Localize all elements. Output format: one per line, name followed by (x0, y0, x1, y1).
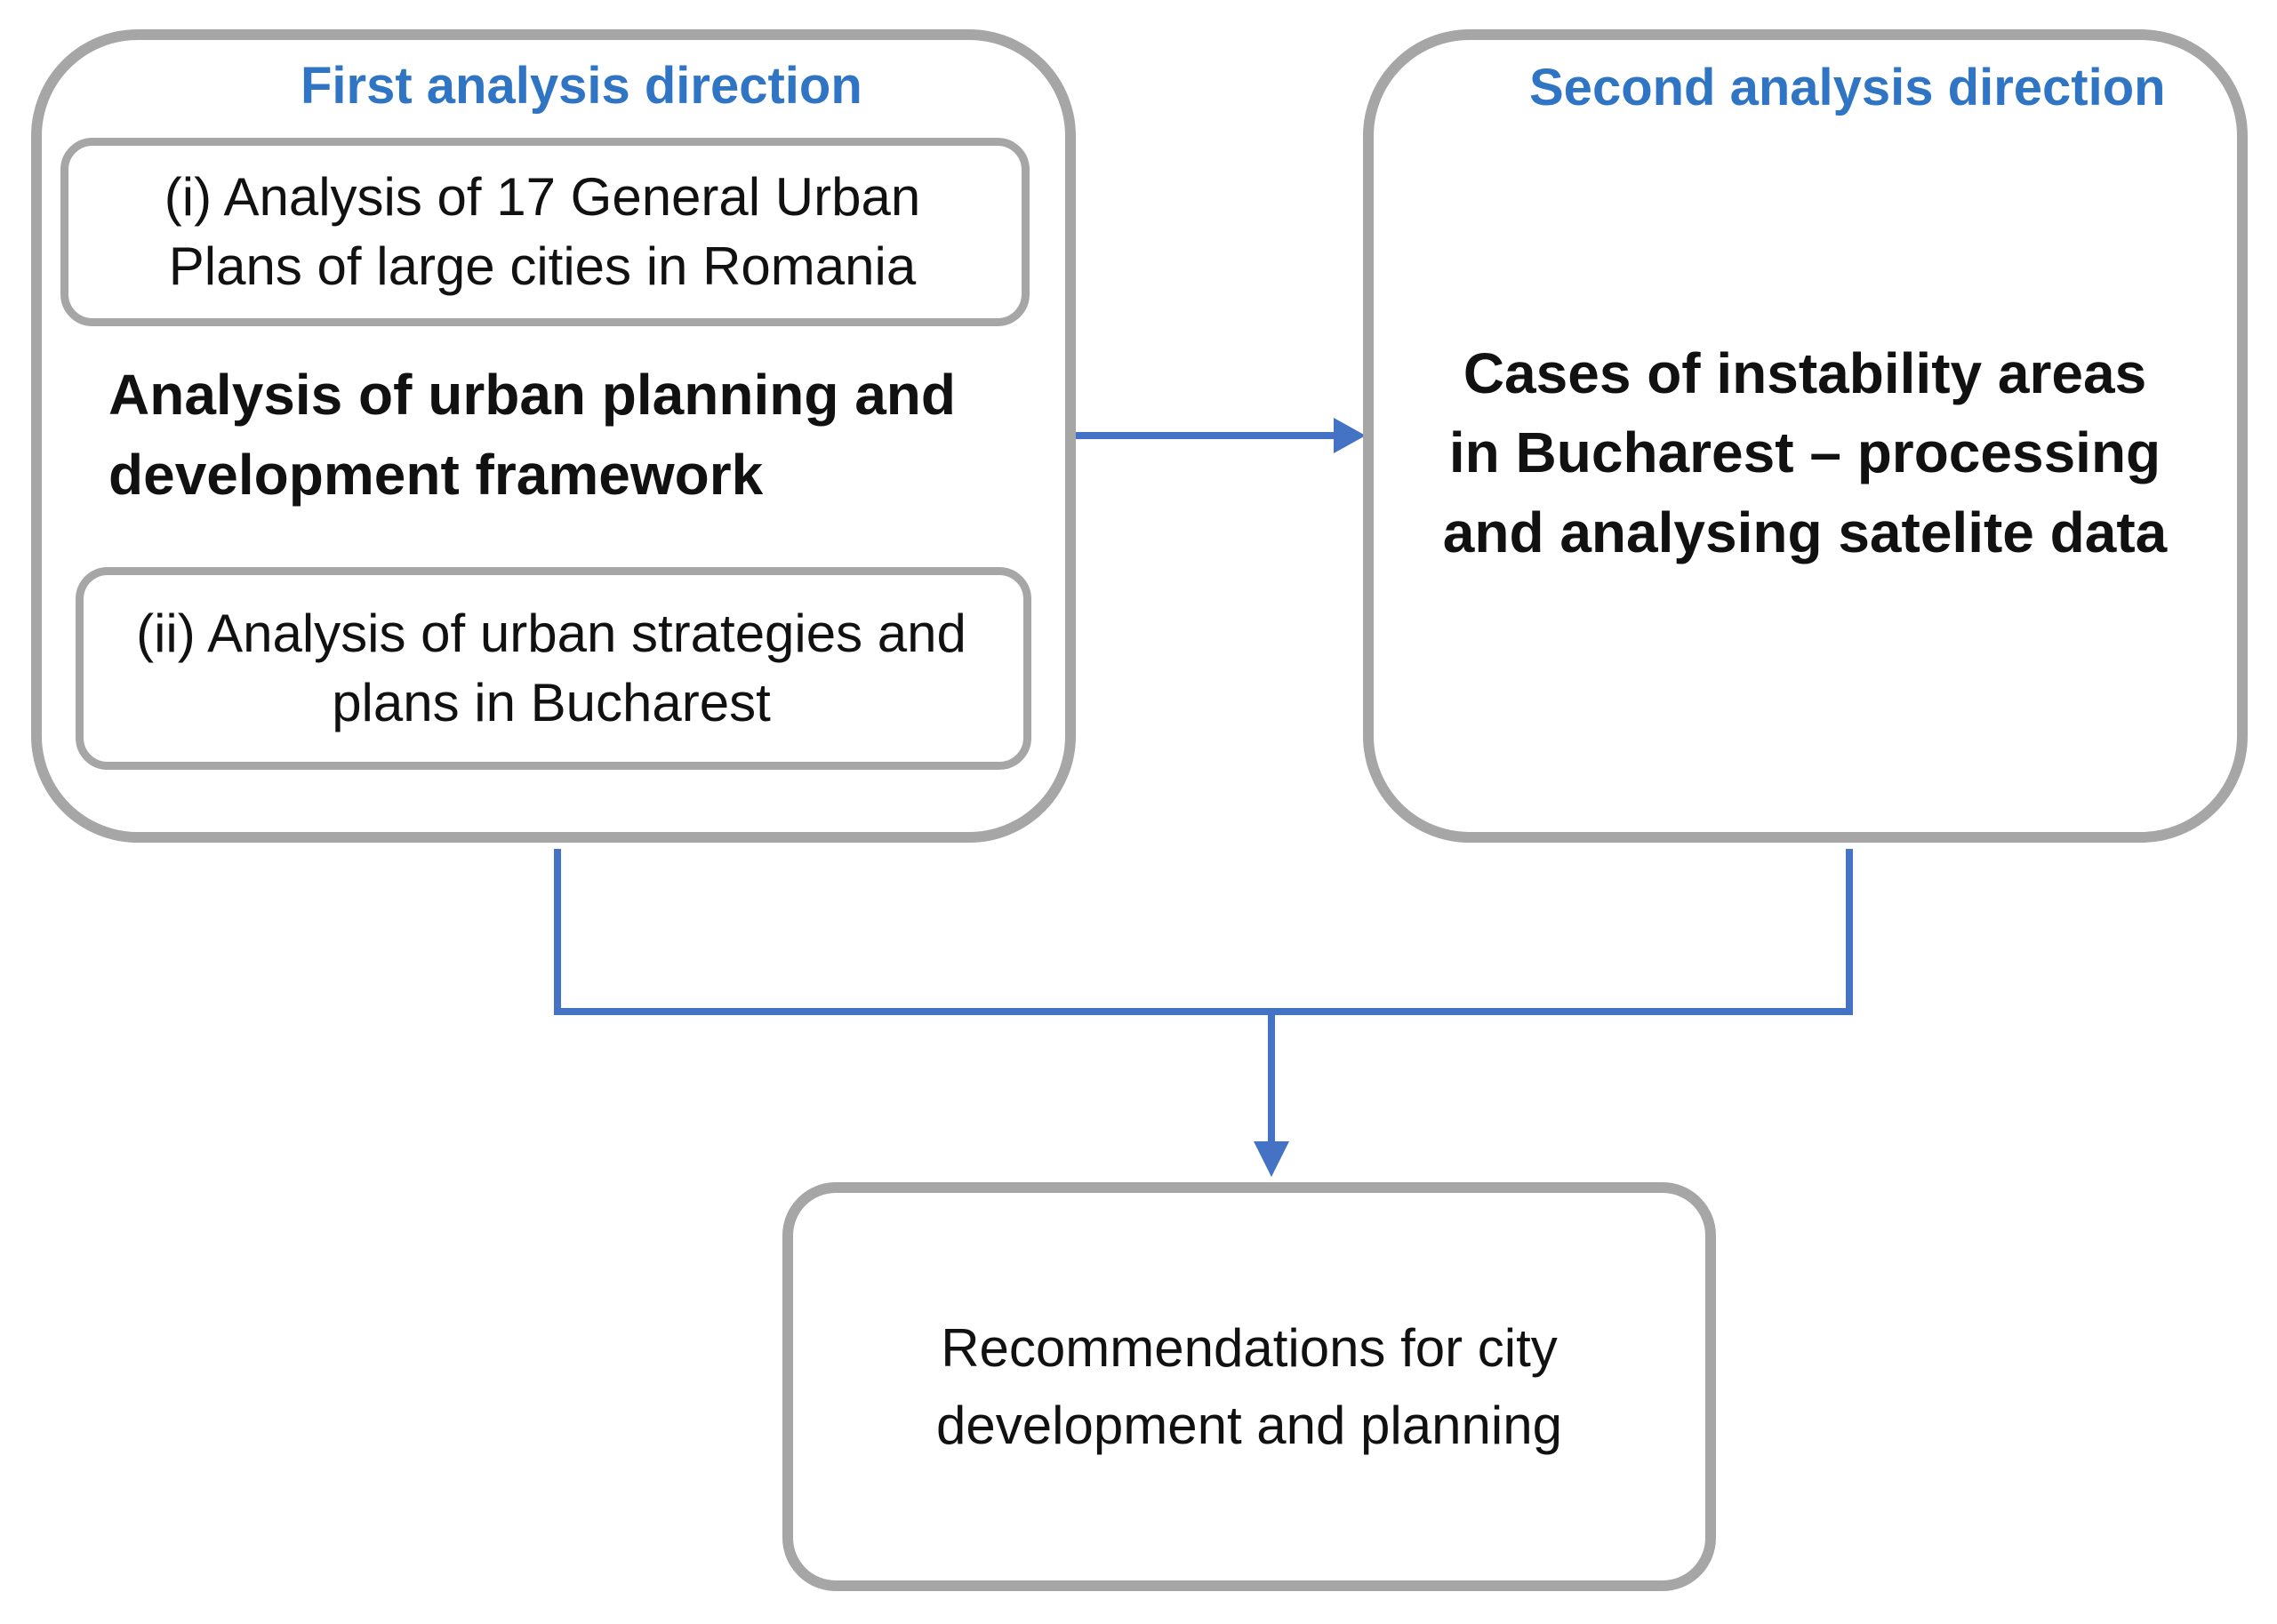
arrow-first-to-second (1074, 418, 1366, 453)
second-direction-heading: Second analysis direction (1529, 59, 2166, 116)
first-direction-main-text: Analysis of urban planning and developme… (108, 363, 956, 507)
item-ii-text: (ii) Analysis of urban strategies and pl… (136, 604, 966, 732)
item-ii-box (76, 567, 1031, 770)
item-i-box (60, 138, 1030, 326)
second-direction-main-text: Cases of instability areas in Bucharest … (1442, 340, 2168, 564)
merge-connector (554, 849, 1853, 1015)
recommendations-box (782, 1182, 1716, 1591)
recommendations-text: Recommendations for city development and… (936, 1318, 1562, 1455)
item-i-text: (i) Analysis of 17 General Urban Plans o… (164, 167, 921, 296)
arrow-to-recommendations (1254, 1012, 1289, 1177)
first-direction-heading: First analysis direction (301, 57, 862, 115)
second-direction-box (1363, 29, 2248, 843)
